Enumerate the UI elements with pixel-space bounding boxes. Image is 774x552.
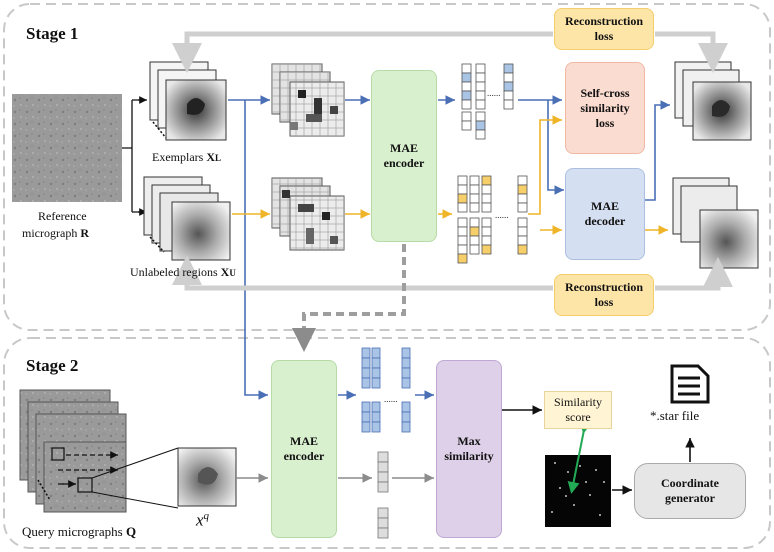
recon-top-line1: Reconstruction (565, 14, 643, 28)
query-symbol: Q (125, 524, 137, 539)
query-patch-xq (177, 447, 237, 507)
stage2-query-tokens (377, 451, 389, 539)
reconstructed-unlabeled (672, 177, 759, 269)
max-sim-line1: Max (457, 434, 481, 448)
exemplar-token-columns: ...... (461, 63, 514, 140)
star-file-icon (670, 364, 710, 404)
stage2-encoder-line1: MAE (290, 434, 318, 448)
recon-bottom-line1: Reconstruction (565, 280, 643, 294)
masked-exemplar-patches (271, 63, 345, 137)
reference-label-line2: micrograph (22, 226, 78, 240)
stage2-encoder-line2: encoder (283, 449, 325, 463)
stage1-panel (3, 3, 771, 331)
recon-bottom-line2: loss (594, 295, 614, 309)
query-label-text: Query micrographs (22, 524, 123, 539)
decoder-line1: MAE (591, 199, 619, 213)
detection-map (545, 455, 611, 527)
reference-label-line1: Reference (38, 209, 87, 223)
sim-score-line2: score (565, 410, 591, 424)
unlabeled-subscript: U (229, 268, 236, 278)
reference-label: micrograph R (22, 226, 89, 241)
stage2-panel (3, 337, 771, 549)
reference-micrograph-image (12, 94, 122, 202)
unlabeled-symbol: X (220, 265, 230, 279)
coord-line1: Coordinate (661, 476, 719, 490)
masked-unlabeled-patches (271, 177, 345, 251)
exemplars-subscript: L (215, 153, 222, 163)
exemplars-stack (149, 61, 227, 141)
exemplars-label-text: Exemplars (152, 150, 204, 164)
unlabeled-label: Unlabeled regions XU (130, 265, 236, 280)
unlabeled-token-columns: ...... (457, 175, 528, 264)
max-sim-line2: similarity (444, 449, 494, 463)
svg-text:......: ...... (487, 88, 501, 98)
self-cross-line1: Self-cross (580, 85, 630, 100)
svg-text:......: ...... (495, 210, 509, 220)
reference-symbol: R (80, 226, 89, 240)
stage2-token-ellipsis: ...... (384, 394, 398, 404)
query-label: Query micrographs Q (22, 524, 136, 540)
unlabeled-regions-stack (143, 176, 231, 261)
query-micrograph-stack (19, 389, 127, 513)
xq-label: xq (196, 510, 209, 531)
stage1-encoder-line1: MAE (390, 141, 418, 155)
unlabeled-label-text: Unlabeled regions (130, 265, 218, 279)
self-cross-line3: loss (595, 115, 615, 130)
sim-score-line1: Similarity (554, 395, 602, 409)
stage2-exemplar-tokens (361, 347, 411, 433)
xq-superscript: q (203, 510, 210, 522)
reconstructed-exemplars (674, 61, 752, 141)
star-file-label: *.star file (650, 408, 700, 423)
stage1-title: Stage 1 (26, 24, 79, 43)
stage1-encoder-line2: encoder (383, 156, 425, 170)
coord-line2: generator (665, 491, 715, 505)
decoder-line2: decoder (584, 214, 626, 228)
recon-top-line2: loss (594, 29, 614, 43)
exemplars-label: Exemplars XL (152, 150, 221, 165)
self-cross-line2: similarity (580, 100, 630, 115)
xq-symbol: x (196, 510, 204, 530)
stage2-title: Stage 2 (26, 356, 79, 375)
reference-split-connector (122, 99, 145, 213)
exemplars-symbol: X (206, 150, 215, 164)
